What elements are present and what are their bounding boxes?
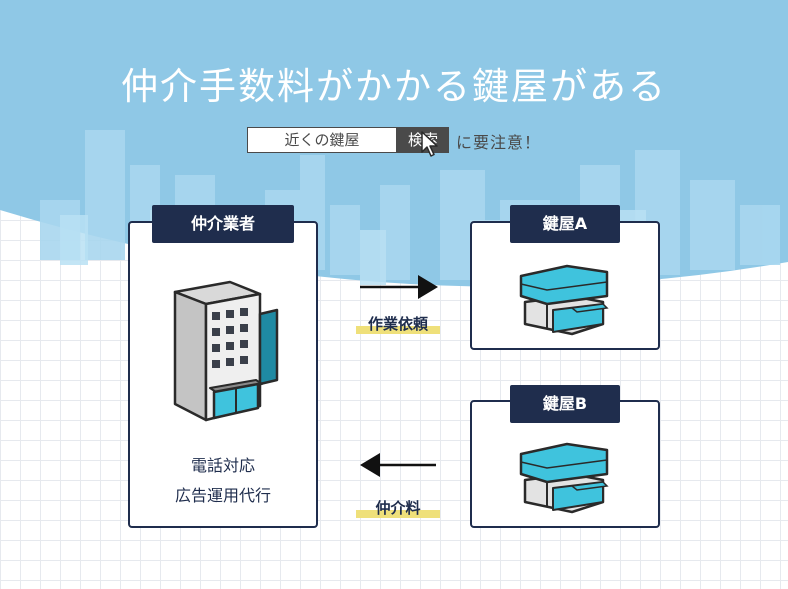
shop-b-label: 鍵屋B bbox=[510, 385, 620, 423]
flow-label-request: 作業依頼 bbox=[356, 313, 440, 334]
store-icon bbox=[519, 442, 609, 514]
intermediary-label: 仲介業者 bbox=[152, 205, 294, 243]
arrow-left-icon bbox=[360, 453, 436, 477]
page-title: 仲介手数料がかかる鍵屋がある bbox=[121, 65, 667, 108]
flow-label-fee: 仲介料 bbox=[356, 497, 440, 518]
intermediary-caption-phone: 電話対応 bbox=[190, 456, 255, 475]
shop-a-label: 鍵屋A bbox=[510, 205, 620, 243]
search-input[interactable]: 近くの鍵屋 bbox=[247, 127, 397, 153]
office-building-icon bbox=[173, 280, 279, 422]
arrow-right-icon bbox=[360, 275, 438, 299]
store-icon bbox=[519, 264, 609, 336]
intermediary-caption-ads: 広告運用代行 bbox=[174, 486, 271, 505]
warning-text: に要注意！ bbox=[456, 133, 542, 152]
mouse-cursor-icon bbox=[421, 131, 438, 157]
